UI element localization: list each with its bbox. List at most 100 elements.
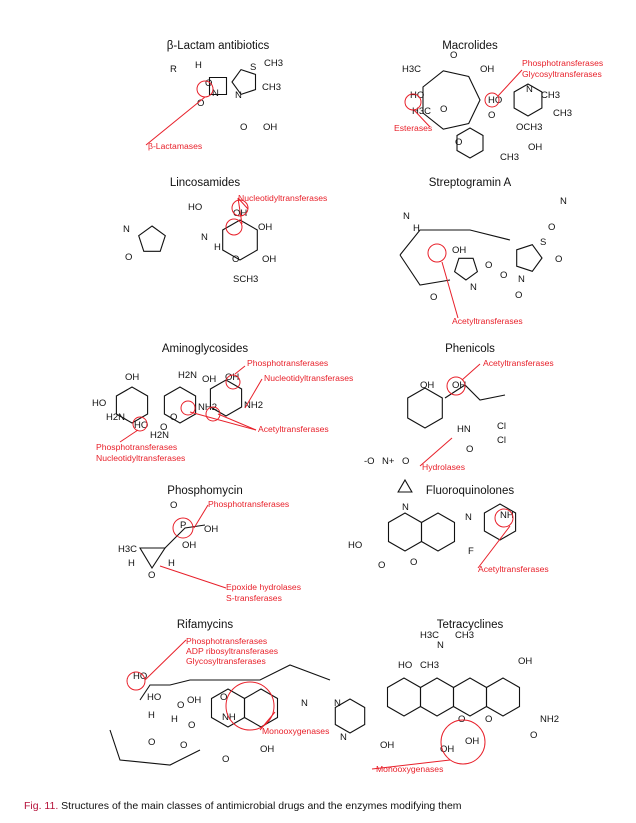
atom-label: OH — [380, 740, 394, 751]
atom-label: H — [128, 558, 135, 569]
atom-label: N — [526, 84, 533, 95]
atom-label: H2N — [178, 370, 197, 381]
title-macrolides: Macrolides — [442, 40, 498, 52]
chemical-structures — [109, 68, 543, 766]
enzyme-arrow — [413, 109, 431, 128]
atom-label: O — [402, 456, 409, 467]
ring-bond — [334, 698, 366, 734]
enzyme-arrow — [144, 639, 187, 681]
enzyme-label: Hydrolases — [422, 462, 465, 472]
atom-label: H3C — [412, 106, 431, 117]
modification-site-circle — [440, 719, 486, 765]
enzyme-label: Esterases — [394, 123, 432, 133]
atom-label: O — [197, 98, 204, 109]
enzyme-label: Acetyltransferases — [483, 358, 554, 368]
modification-site-circle — [205, 406, 221, 422]
atom-label: O — [160, 422, 167, 433]
modification-site-circle — [484, 92, 500, 108]
modification-site-circle — [427, 243, 447, 263]
enzyme-label: Glycosyltransferases — [186, 656, 266, 666]
atom-label: HO — [348, 540, 362, 551]
atom-label: CH3 — [264, 58, 283, 69]
atom-label: O — [485, 714, 492, 725]
ring-bond — [485, 677, 521, 717]
title-rifamycins: Rifamycins — [177, 619, 233, 631]
bond — [399, 229, 511, 256]
atom-label: R — [170, 64, 177, 75]
atom-label: H3C — [420, 630, 439, 641]
atom-label: CH3 — [262, 82, 281, 93]
enzyme-label: S-transferases — [226, 593, 282, 603]
atom-label: H — [148, 710, 155, 721]
atom-label: O — [458, 714, 465, 725]
atom-label: H — [413, 223, 420, 234]
atom-label: S — [540, 237, 546, 248]
atom-label: H — [171, 714, 178, 725]
enzyme-arrow — [159, 565, 227, 589]
atom-label: HO — [133, 671, 147, 682]
atom-label: NH2 — [540, 714, 559, 725]
modification-site-circle — [225, 681, 275, 731]
enzyme-arrow — [119, 429, 139, 443]
atom-label: CH3 — [455, 630, 474, 641]
title-fluoroquinolones: Fluoroquinolones — [426, 485, 514, 497]
bond — [109, 729, 201, 766]
enzyme-label: Nucleotidyltransferases — [96, 453, 185, 463]
enzyme-arrow — [371, 759, 451, 770]
atom-label: HO — [398, 660, 412, 671]
ring-bond — [422, 70, 481, 130]
ring-bond — [115, 386, 149, 424]
atom-label: OH — [452, 245, 466, 256]
bond — [164, 524, 206, 549]
atom-label: O — [148, 737, 155, 748]
atom-label: CH3 — [541, 90, 560, 101]
atom-label: O — [485, 260, 492, 271]
enzyme-label: Nucleotidyltransferases — [264, 373, 353, 383]
atom-label: OH — [225, 372, 239, 383]
modification-site-circle — [494, 508, 514, 528]
enzyme-arrow — [419, 437, 453, 467]
atom-label: OH — [258, 222, 272, 233]
modification-site-circle — [446, 376, 466, 396]
atom-label: N — [334, 698, 341, 709]
atom-label: Cl — [497, 435, 506, 446]
atom-label: N — [403, 211, 410, 222]
ring-bond — [387, 512, 423, 552]
ring-bond — [420, 512, 456, 552]
atom-label: OCH3 — [516, 122, 542, 133]
atom-label: O — [530, 730, 537, 741]
enzyme-label: Acetyltransferases — [452, 316, 523, 326]
title-phenicols: Phenicols — [445, 343, 495, 355]
atom-label: O — [240, 122, 247, 133]
atom-label: O — [220, 692, 227, 703]
ring-bond — [208, 76, 228, 96]
atom-label: O — [515, 290, 522, 301]
atom-label: HO — [92, 398, 106, 409]
modification-site-circle — [172, 517, 194, 539]
ring-bond — [419, 677, 455, 717]
enzyme-label: Phosphotransferases — [186, 636, 267, 646]
atom-label: OH — [452, 380, 466, 391]
atom-label: N — [212, 88, 219, 99]
atom-label: O — [222, 754, 229, 765]
atom-label: O — [188, 720, 195, 731]
ring-bond — [209, 379, 243, 417]
atom-label: N — [301, 698, 308, 709]
enzyme-arrow — [237, 197, 243, 225]
atom-label: CH3 — [553, 108, 572, 119]
enzyme-label: Phosphotransferases — [247, 358, 328, 368]
atom-label: O — [410, 557, 417, 568]
atom-label: N — [201, 232, 208, 243]
atom-label: O — [205, 78, 212, 89]
atom-label: OH — [528, 142, 542, 153]
atom-label: O — [232, 254, 239, 265]
enzyme-arrow — [193, 504, 209, 529]
ring-bond — [243, 688, 279, 728]
atom-label: H3C — [402, 64, 421, 75]
atom-label: OH — [420, 380, 434, 391]
atom-label: O — [378, 560, 385, 571]
ring-bond — [483, 503, 517, 541]
enzyme-arrow — [244, 378, 263, 409]
atom-label: O — [177, 700, 184, 711]
